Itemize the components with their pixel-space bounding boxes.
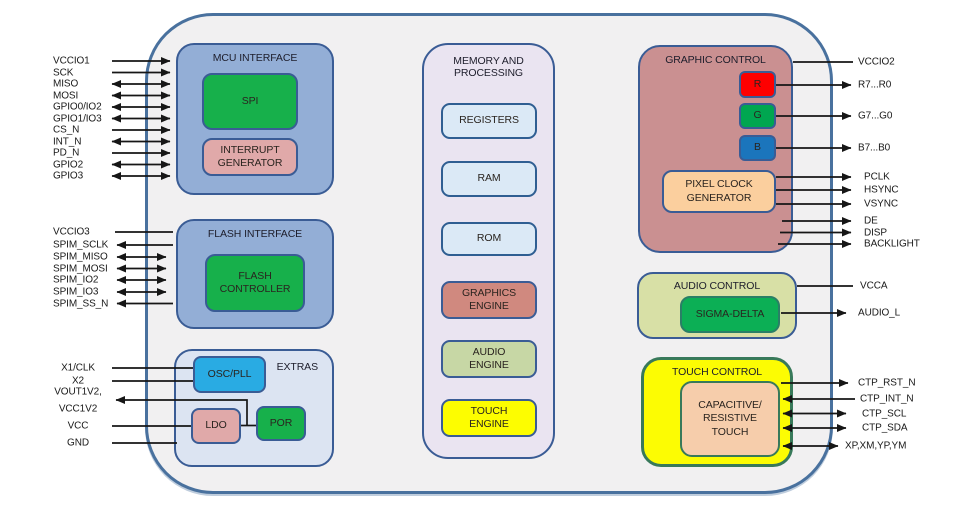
signal-vcc1v2: VCC1V2 — [58, 403, 98, 415]
signal-ctp-rst-n: CTP_RST_N — [858, 377, 916, 389]
spi-block: SPI — [202, 73, 298, 130]
signal-vccio3: VCCIO3 — [53, 226, 90, 238]
por-block: POR — [256, 406, 306, 441]
signal-gnd: GND — [67, 437, 89, 449]
capacitive-resistive-touch-block: CAPACITIVE/ RESISTIVE TOUCH — [680, 381, 780, 457]
touch-control-title: TOUCH CONTROL — [671, 366, 763, 378]
signal-vccio1: VCCIO1 — [53, 55, 90, 67]
signal-spim-mosi: SPIM_MOSI — [53, 263, 108, 274]
signal-ctp-sda: CTP_SDA — [862, 422, 908, 434]
sigma-delta-block: SIGMA-DELTA — [680, 296, 780, 333]
memory-processing-title: MEMORY AND PROCESSING — [453, 55, 527, 79]
ldo-block: LDO — [191, 408, 241, 444]
signal-disp: DISP — [864, 227, 887, 238]
signal-vout1v2: VOUT1V2, — [54, 386, 102, 398]
interrupt-generator-block: INTERRUPT GENERATOR — [202, 138, 298, 176]
signal-mosi: MOSI — [53, 90, 79, 101]
signal-hsync: HSYNC — [864, 184, 899, 196]
signal-g7-g0: G7...G0 — [858, 110, 893, 122]
signal-pclk: PCLK — [864, 171, 890, 183]
signal-gpio0-io2: GPIO0/IO2 — [53, 101, 102, 113]
signal-spim-miso: SPIM_MISO — [53, 251, 108, 263]
flash-controller-block: FLASH CONTROLLER — [205, 254, 305, 312]
signal-de: DE — [864, 215, 878, 227]
graphics-engine-block: GRAPHICS ENGINE — [441, 281, 537, 319]
touch-engine-block: TOUCH ENGINE — [441, 399, 537, 437]
registers-block: REGISTERS — [441, 103, 537, 139]
pixel-clock-generator-block: PIXEL CLOCK GENERATOR — [662, 170, 776, 213]
signal-x2: X2 — [71, 375, 85, 387]
signal-r7-r0: R7...R0 — [858, 79, 892, 91]
blue-channel-block: B — [739, 135, 776, 161]
signal-pd-n: PD_N — [53, 147, 80, 159]
signal-gpio3: GPIO3 — [53, 170, 84, 182]
green-channel-block: G — [739, 103, 776, 129]
rom-block: ROM — [441, 222, 537, 256]
audio-engine-block: AUDIO ENGINE — [441, 340, 537, 378]
signal-gpio2: GPIO2 — [53, 159, 84, 170]
extras-title: EXTRAS — [276, 361, 319, 373]
graphic-control-title: GRAPHIC CONTROL — [665, 54, 766, 66]
signal-spim-sclk: SPIM_SCLK — [53, 239, 109, 251]
signal-audio-l: AUDIO_L — [858, 307, 901, 319]
signal-miso: MISO — [53, 78, 79, 90]
signal-spim-io2: SPIM_IO2 — [53, 274, 99, 286]
signal-vcc: VCC — [67, 420, 89, 432]
red-channel-block: R — [739, 71, 776, 98]
audio-control-title: AUDIO CONTROL — [673, 280, 761, 292]
signal-ctp-scl: CTP_SCL — [862, 408, 907, 419]
signal-b7-b0: B7...B0 — [858, 142, 891, 154]
ram-block: RAM — [441, 161, 537, 197]
signal-xp-xm-yp-ym: XP,XM,YP,YM — [845, 440, 907, 452]
signal-vcca: VCCA — [860, 280, 888, 292]
signal-cs-n: CS_N — [53, 124, 80, 136]
osc-pll-block: OSC/PLL — [193, 356, 266, 393]
signal-spim-io3: SPIM_IO3 — [53, 286, 99, 298]
signal-int-n: INT_N — [53, 136, 82, 147]
flash-interface-title: FLASH INTERFACE — [207, 228, 303, 240]
signal-vsync: VSYNC — [864, 198, 898, 210]
signal-vccio2: VCCIO2 — [858, 56, 895, 68]
signal-gpio1-io3: GPIO1/IO3 — [53, 113, 102, 124]
signal-backlight: BACKLIGHT — [864, 238, 920, 250]
signal-ctp-int-n: CTP_INT_N — [860, 393, 914, 405]
mcu-interface-title: MCU INTERFACE — [212, 52, 298, 64]
signal-spim-ss-n: SPIM_SS_N — [53, 298, 109, 309]
signal-x1-clk: X1/CLK — [61, 362, 95, 374]
signal-sck: SCK — [53, 67, 74, 78]
